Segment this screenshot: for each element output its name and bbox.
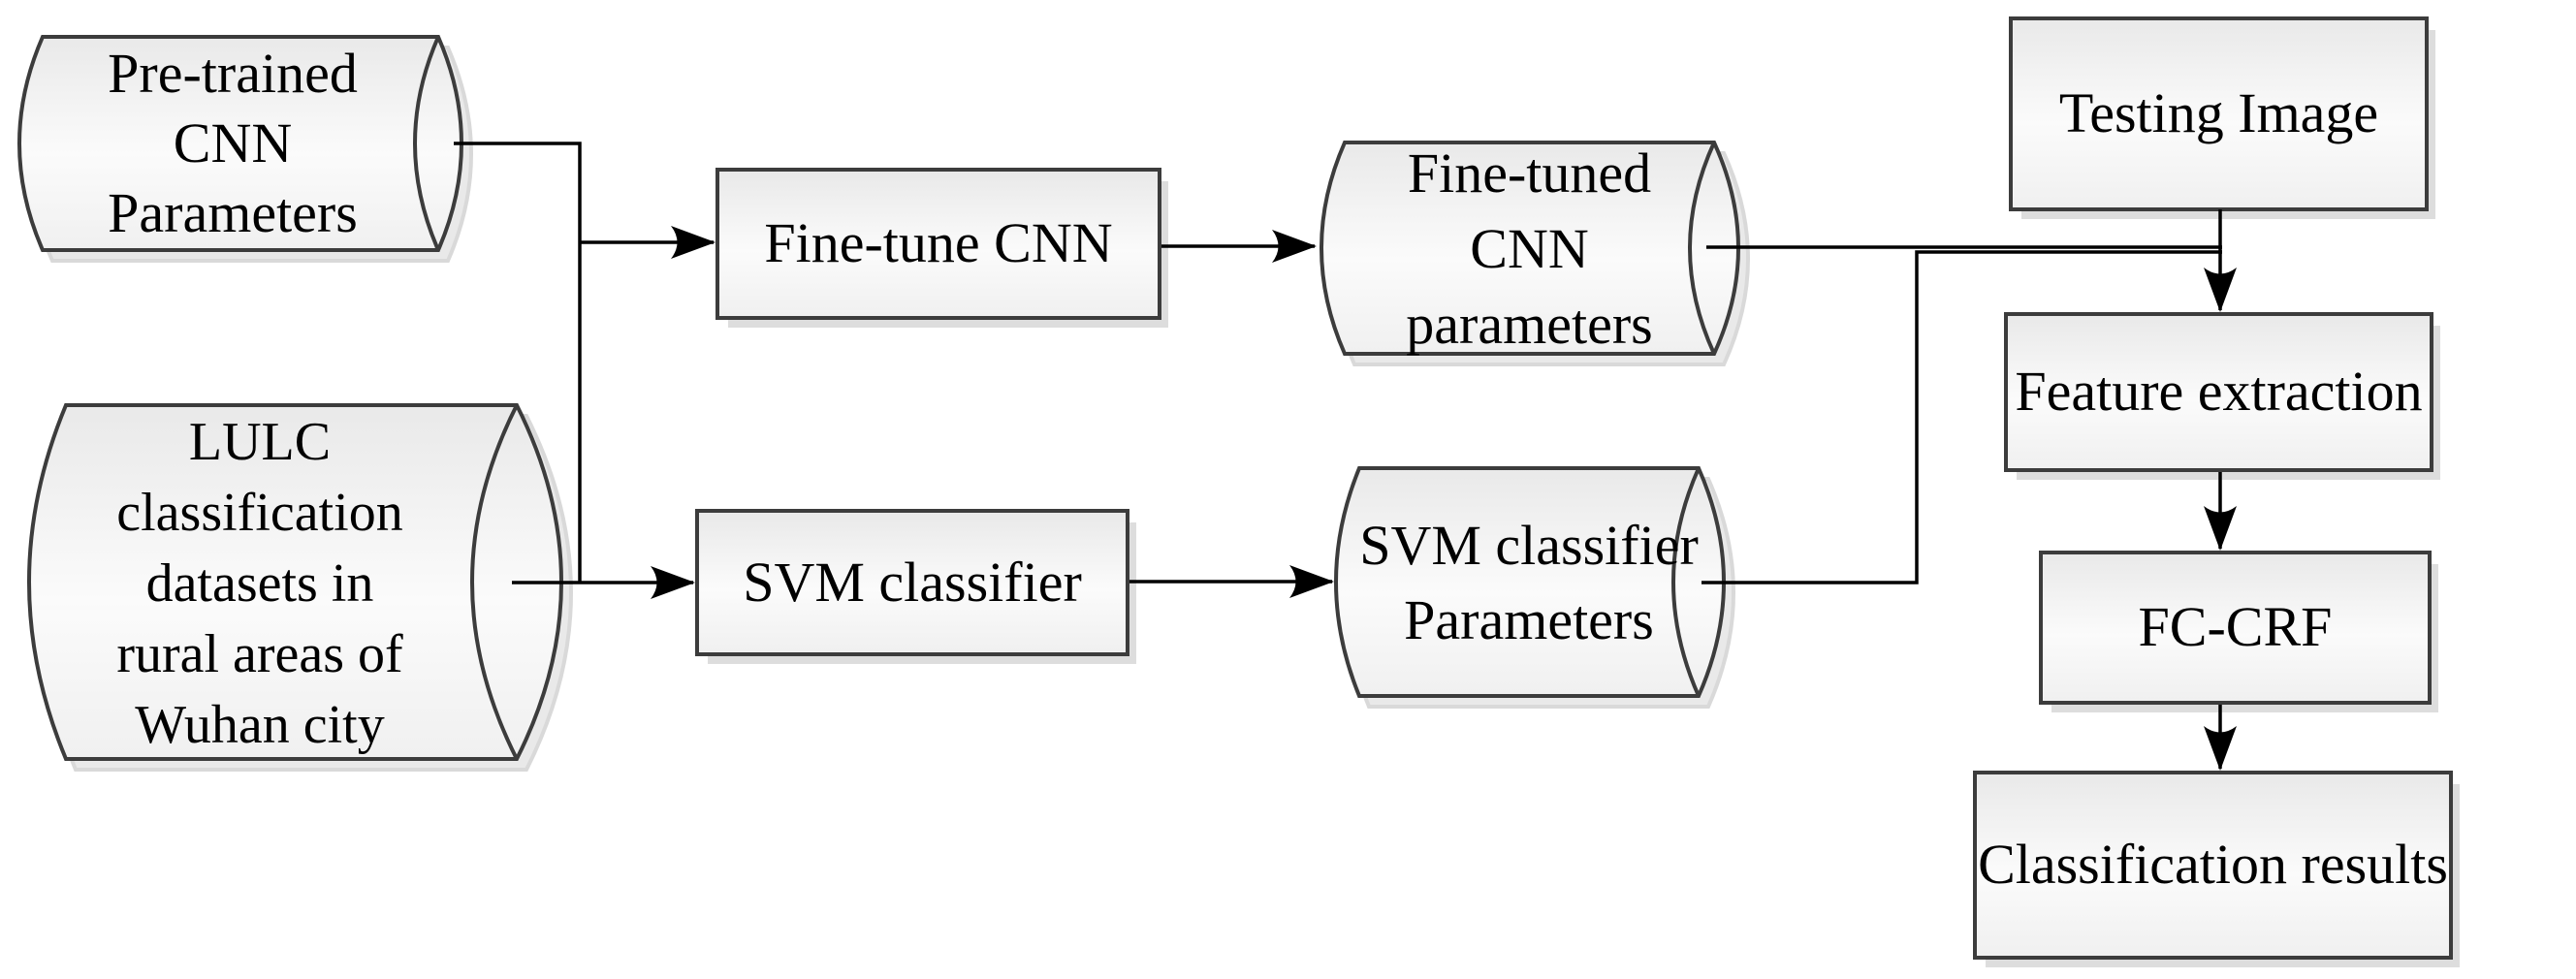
label-line: CNN bbox=[1470, 217, 1589, 280]
label-line: Parameters bbox=[1404, 588, 1654, 651]
fine-tune-cnn-box: Fine-tune CNN bbox=[716, 168, 1161, 320]
label-line: CNN bbox=[173, 111, 293, 174]
testing-image-box: Testing Image bbox=[2009, 16, 2429, 211]
pretrained-cnn-parameters-label: Pre-trained CNN Parameters bbox=[29, 41, 436, 246]
label-line: SVM classifier bbox=[1359, 514, 1699, 577]
feature-extraction-box: Feature extraction bbox=[2004, 312, 2433, 472]
label-line: classification bbox=[116, 482, 403, 543]
lulc-datasets-lens-arc bbox=[470, 404, 519, 760]
svm-classifier-parameters-label: SVM classifier Parameters bbox=[1350, 508, 1708, 657]
fc-crf-box: FC-CRF bbox=[2039, 551, 2432, 705]
label-line: parameters bbox=[1406, 293, 1653, 356]
testing-image-box-label: Testing Image bbox=[2058, 81, 2379, 145]
svm-classifier-box: SVM classifier bbox=[695, 509, 1129, 656]
svm-classifier-box-label: SVM classifier bbox=[743, 550, 1082, 614]
label-line: rural areas of bbox=[116, 623, 403, 684]
label-line: Pre-trained bbox=[108, 42, 358, 105]
label-line: LULC bbox=[188, 411, 332, 472]
label-line: Wuhan city bbox=[135, 694, 385, 755]
feature-extraction-box-label: Feature extraction bbox=[2015, 360, 2423, 424]
fc-crf-box-label: FC-CRF bbox=[2138, 595, 2333, 659]
classification-results-box: Classification results bbox=[1973, 771, 2453, 960]
label-line: Parameters bbox=[108, 181, 358, 244]
fine-tune-cnn-box-label: Fine-tune CNN bbox=[764, 211, 1113, 275]
fine-tuned-cnn-parameters-label: Fine-tuned CNN parameters bbox=[1338, 136, 1721, 363]
classification-results-box-label: Classification results bbox=[1978, 833, 2448, 897]
label-line: datasets in bbox=[145, 553, 374, 614]
lulc-datasets-label: LULC classification datasets in rural ar… bbox=[47, 407, 473, 760]
label-line: Fine-tuned bbox=[1407, 142, 1652, 205]
